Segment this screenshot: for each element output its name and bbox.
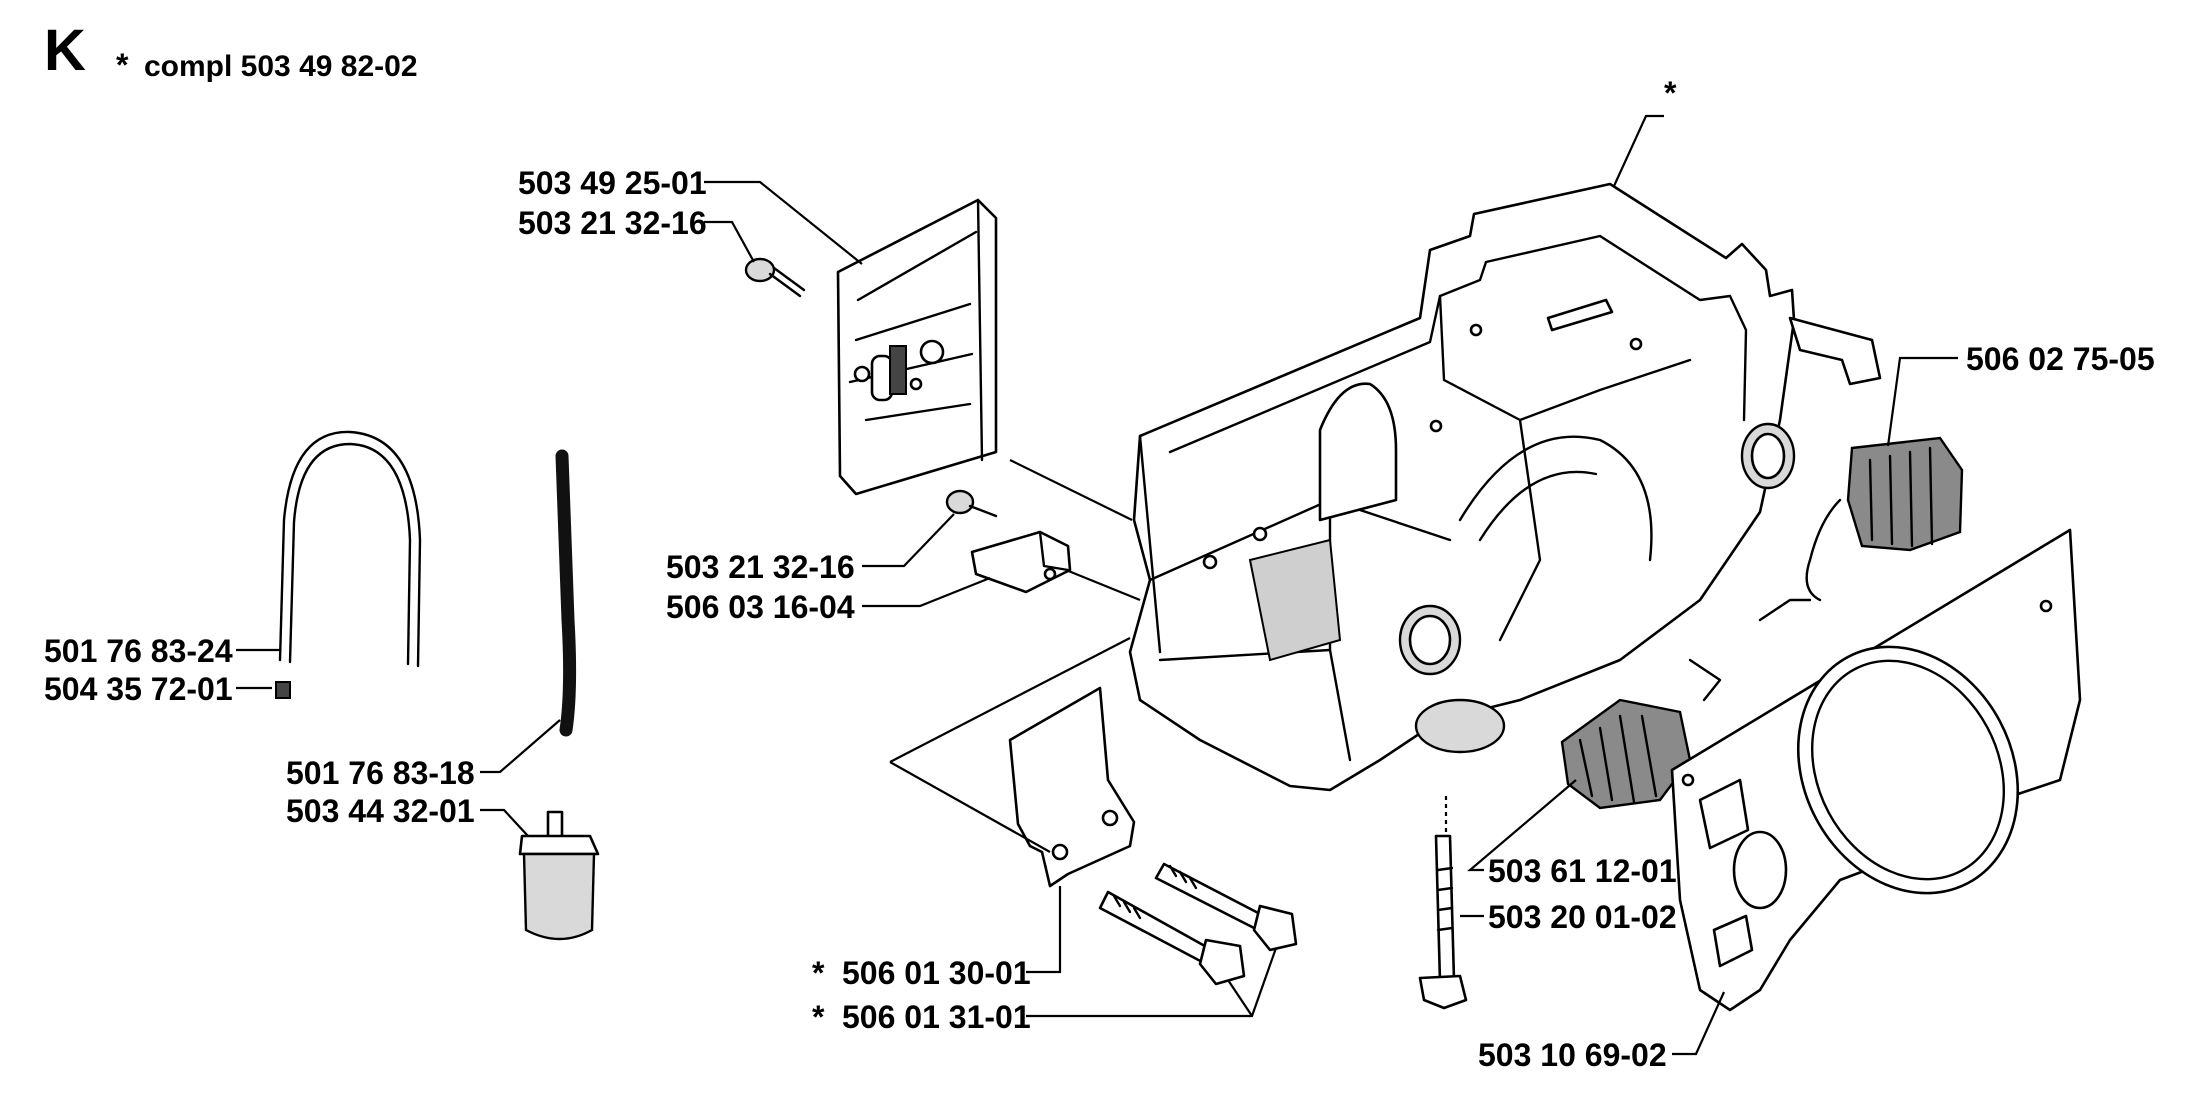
gasket-drawing bbox=[1670, 528, 2082, 1012]
long-bolt-drawing bbox=[1418, 834, 1468, 1010]
guide-plate-screw-drawing bbox=[744, 257, 806, 298]
label-fuel-filter: 503 44 32-01 bbox=[286, 793, 475, 829]
label-long-bolt: 503 20 01-02 bbox=[1488, 899, 1677, 935]
label-plug: 504 35 72-01 bbox=[44, 671, 233, 707]
bracket-screw-drawing bbox=[945, 489, 998, 518]
asterisk-bolts: * bbox=[812, 999, 825, 1035]
label-bracket-screw: 503 21 32-16 bbox=[666, 549, 855, 585]
fuel-filter-drawing bbox=[518, 810, 600, 941]
label-bracket: 506 03 16-04 bbox=[666, 589, 855, 625]
label-fuel-hose: 501 76 83-18 bbox=[286, 755, 475, 791]
av-element-upper-drawing bbox=[1758, 436, 1964, 622]
oil-pipe-drawing bbox=[278, 430, 422, 668]
part-labels: 503 49 25-01 503 21 32-16 501 76 83-24 5… bbox=[44, 75, 2155, 1073]
header-asterisk: * bbox=[116, 47, 129, 83]
chain-catcher-plate-drawing bbox=[1008, 686, 1136, 888]
guide-plate-drawing bbox=[836, 198, 998, 496]
fuel-hose-drawing bbox=[555, 449, 577, 737]
section-letter: K bbox=[44, 18, 86, 83]
crankcase-drawing bbox=[1128, 182, 1882, 792]
asterisk-chain-catcher-plate: * bbox=[812, 955, 825, 991]
leader-lines bbox=[236, 114, 1958, 1056]
label-av-element-upper: 506 02 75-05 bbox=[1966, 341, 2155, 377]
bracket-drawing bbox=[970, 530, 1072, 594]
label-guide-plate-screw: 503 21 32-16 bbox=[518, 205, 707, 241]
label-gasket: 503 10 69-02 bbox=[1478, 1037, 1667, 1073]
label-guide-plate: 503 49 25-01 bbox=[518, 165, 707, 201]
bolts-drawing bbox=[1098, 862, 1298, 986]
assembly-marker-asterisk: * bbox=[1664, 75, 1677, 111]
plug-drawing bbox=[275, 681, 291, 699]
label-chain-catcher-plate: 506 01 30-01 bbox=[842, 955, 1031, 991]
label-oil-pipe: 501 76 83-24 bbox=[44, 633, 233, 669]
label-av-element-lower: 503 61 12-01 bbox=[1488, 853, 1677, 889]
label-bolts: 506 01 31-01 bbox=[842, 999, 1031, 1035]
diagram-header: K * compl 503 49 82-02 bbox=[44, 18, 418, 83]
assembly-label: compl 503 49 82-02 bbox=[144, 50, 418, 83]
